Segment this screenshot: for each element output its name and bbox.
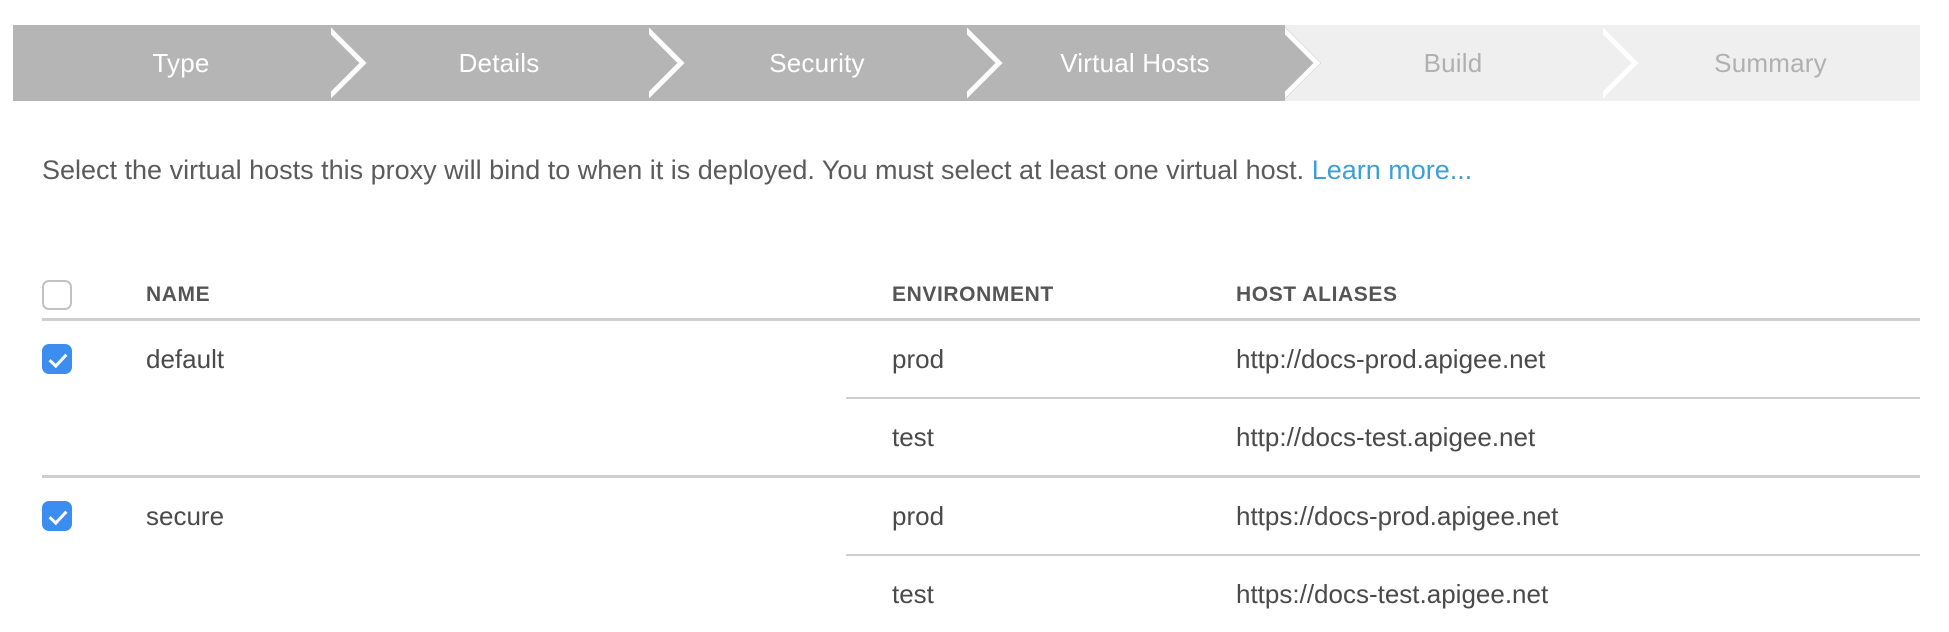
virtual-host-checkbox-default[interactable] bbox=[42, 344, 72, 374]
row-divider bbox=[42, 554, 1920, 556]
table-row: test https://docs-test.apigee.net bbox=[42, 556, 1920, 632]
virtual-host-checkbox-secure[interactable] bbox=[42, 501, 72, 531]
table-row: secure prod https://docs-prod.apigee.net bbox=[42, 478, 1920, 554]
environment-value: prod bbox=[892, 343, 945, 374]
virtual-host-name: default bbox=[146, 343, 225, 374]
host-alias-value: http://docs-test.apigee.net bbox=[1236, 421, 1536, 452]
table-body: default prod http://docs-prod.apigee.net te… bbox=[42, 321, 1920, 632]
page-description: Select the virtual hosts this proxy will… bbox=[42, 155, 1472, 186]
host-alias-value: http://docs-prod.apigee.net bbox=[1236, 343, 1546, 374]
environment-value: prod bbox=[892, 500, 945, 531]
table-row: test http://docs-test.apigee.net bbox=[42, 399, 1920, 475]
column-header-name[interactable]: NAME bbox=[146, 283, 211, 306]
wizard-step-type[interactable]: Type bbox=[13, 25, 369, 101]
wizard-step-build[interactable]: Build bbox=[1285, 25, 1641, 101]
wizard-step-label: Build bbox=[1423, 47, 1483, 78]
description-text: Select the virtual hosts this proxy will… bbox=[42, 155, 1305, 185]
virtual-host-group: default prod http://docs-prod.apigee.net te… bbox=[42, 321, 1920, 475]
wizard-step-details[interactable]: Details bbox=[331, 25, 687, 101]
row-select-cell bbox=[42, 344, 114, 374]
select-all-cell bbox=[42, 280, 114, 310]
wizard-step-label: Security bbox=[769, 47, 865, 78]
environment-value: test bbox=[892, 578, 934, 609]
wizard-step-label: Virtual Hosts bbox=[1060, 47, 1210, 78]
host-alias-value: https://docs-prod.apigee.net bbox=[1236, 500, 1559, 531]
wizard-step-label: Details bbox=[458, 47, 540, 78]
virtual-host-name: secure bbox=[146, 500, 225, 531]
host-alias-value: https://docs-test.apigee.net bbox=[1236, 578, 1549, 609]
wizard-step-label: Type bbox=[152, 47, 210, 78]
row-divider bbox=[42, 397, 1920, 399]
environment-value: test bbox=[892, 421, 934, 452]
wizard-step-summary[interactable]: Summary bbox=[1603, 25, 1920, 101]
select-all-checkbox[interactable] bbox=[42, 280, 72, 310]
table-header-row: NAME ENVIRONMENT HOST ALIASES bbox=[42, 272, 1920, 318]
row-select-cell bbox=[42, 501, 114, 531]
virtual-hosts-table: NAME ENVIRONMENT HOST ALIASES default pro… bbox=[42, 272, 1920, 632]
wizard-step-virtual-hosts[interactable]: Virtual Hosts bbox=[967, 25, 1323, 101]
wizard-step-label: Summary bbox=[1714, 47, 1827, 78]
column-header-environment[interactable]: ENVIRONMENT bbox=[892, 283, 1054, 306]
wizard-step-bar: Type Details Security Virtual Hosts Build Sum… bbox=[13, 25, 1920, 101]
learn-more-link[interactable]: Learn more... bbox=[1311, 155, 1473, 185]
header-divider bbox=[42, 318, 1920, 321]
table-row: default prod http://docs-prod.apigee.net bbox=[42, 321, 1920, 397]
column-header-host-aliases[interactable]: HOST ALIASES bbox=[1236, 283, 1398, 306]
virtual-host-group: secure prod https://docs-prod.apigee.net te… bbox=[42, 478, 1920, 632]
group-divider bbox=[42, 475, 1920, 478]
wizard-step-security[interactable]: Security bbox=[649, 25, 1005, 101]
